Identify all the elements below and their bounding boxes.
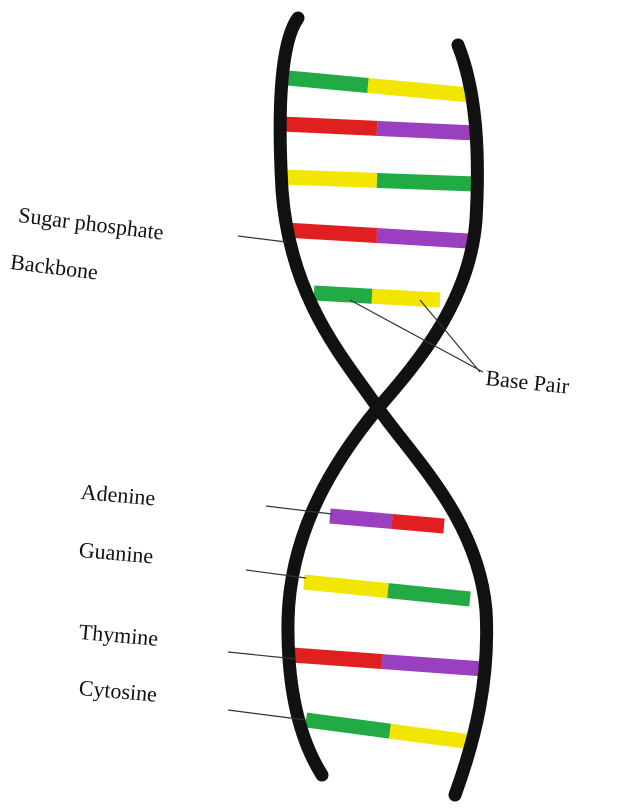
base-pair-5-right-base — [372, 296, 440, 300]
base-pair-8-left-base — [292, 655, 382, 662]
base-pair-7-left-base — [304, 582, 388, 591]
leader-line-backbone — [238, 236, 286, 242]
base-pair-4-left-base — [285, 230, 377, 236]
base-pair-5-left-base — [314, 293, 372, 296]
base-pair-1-right-base — [368, 85, 470, 95]
base-pair-1-left-base — [288, 78, 368, 85]
base-pair-9-right-base — [390, 731, 472, 742]
leader-line-adenine — [266, 506, 332, 514]
base-pair-3-left-base — [282, 177, 377, 180]
base-pair-2-left-base — [282, 124, 377, 128]
base-pair-8-right-base — [382, 662, 484, 669]
base-pair-4-right-base — [377, 236, 468, 241]
base-pair-7-right-base — [388, 591, 470, 599]
base-pair-6-left-base — [330, 516, 392, 521]
base-pair-3-right-base — [377, 180, 476, 184]
base-pair-2-right-base — [377, 128, 476, 133]
base-pair-9-left-base — [306, 720, 390, 731]
base-pair-6-right-base — [392, 521, 444, 526]
